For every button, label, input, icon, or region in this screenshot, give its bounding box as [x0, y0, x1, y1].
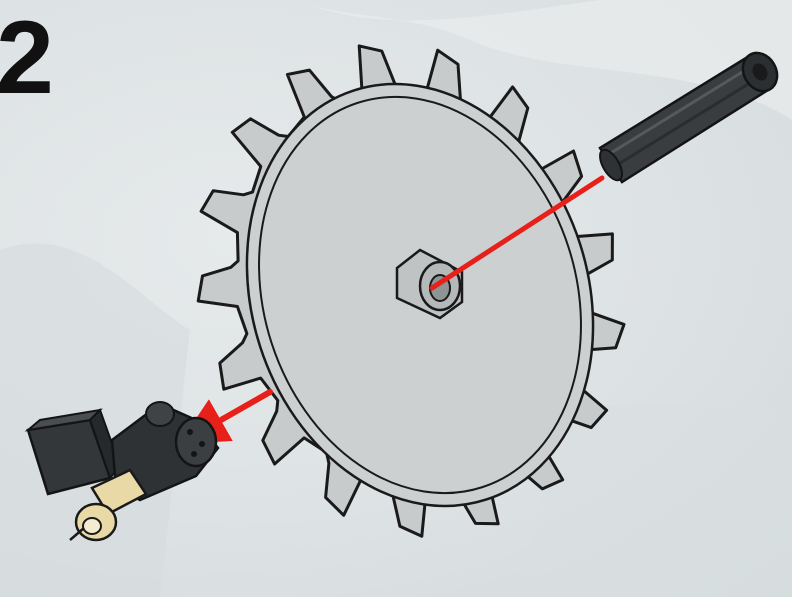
- saw-blade-disc-icon: [194, 39, 646, 552]
- axle-icon: [596, 47, 784, 184]
